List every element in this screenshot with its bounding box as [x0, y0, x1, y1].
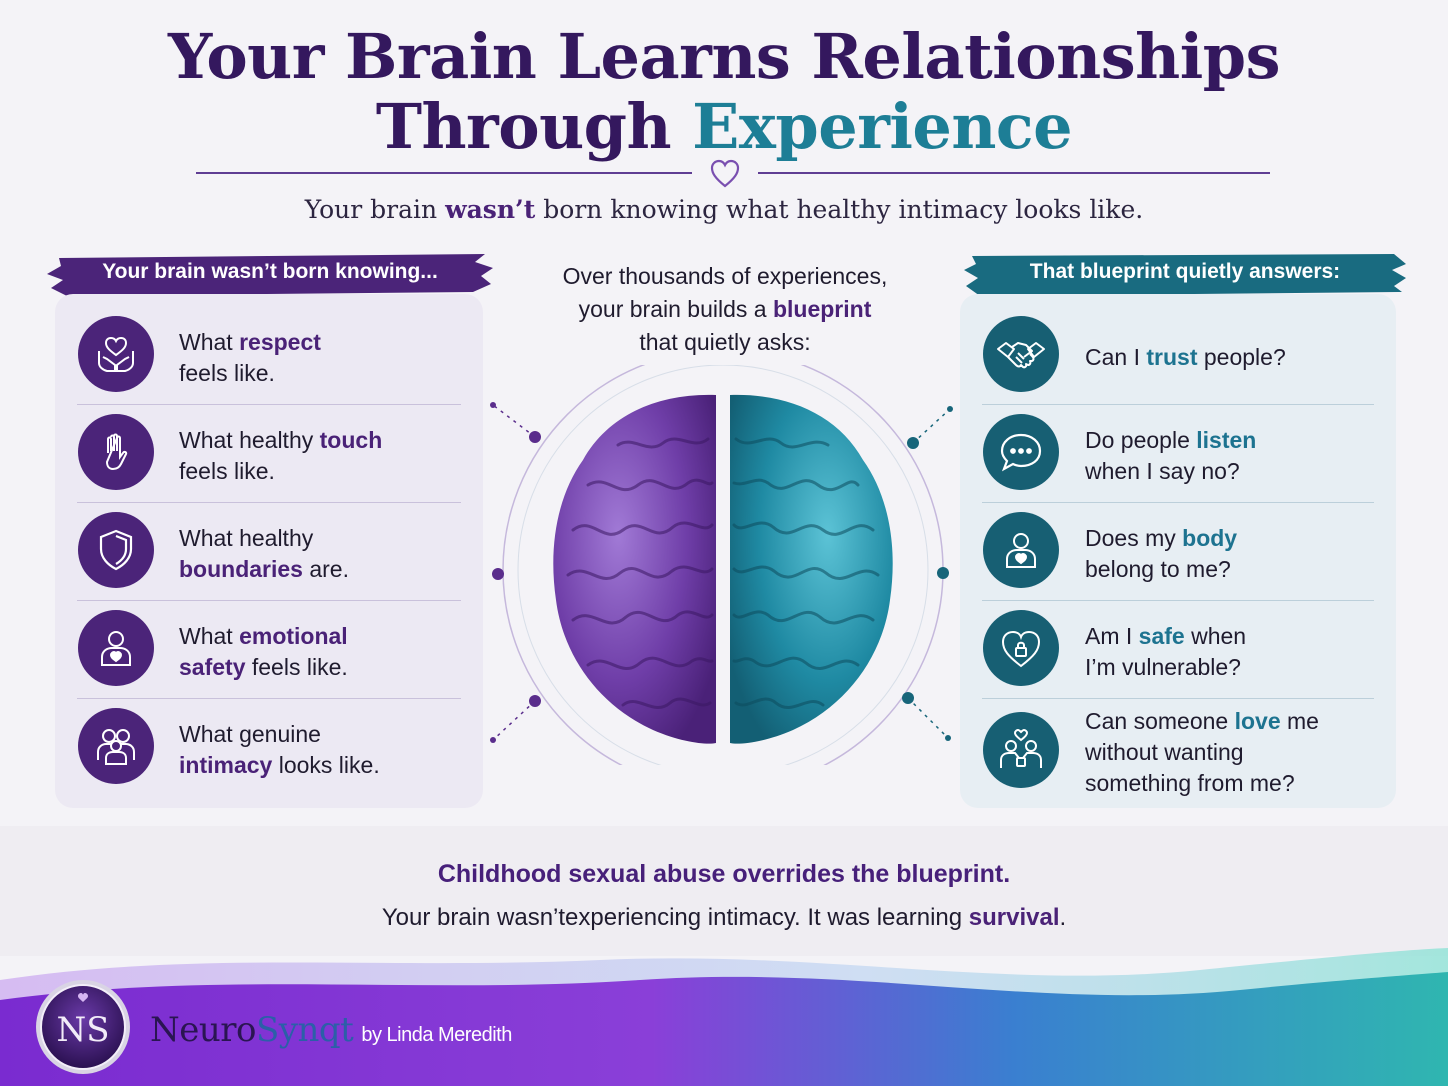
divider [982, 698, 1374, 699]
divider [77, 698, 461, 699]
left-item-touch: What healthy touch feels like. [55, 412, 483, 500]
left-banner: Your brain wasn’t born knowing... [45, 250, 495, 298]
raised-hand-icon [78, 414, 154, 490]
brush-stroke-teal [964, 254, 1406, 296]
person-heart-icon [78, 610, 154, 686]
divider [77, 600, 461, 601]
right-panel: Can I trust people? Do people listen whe… [960, 294, 1396, 808]
divider [982, 502, 1374, 503]
right-item-love: Can someone love me without wanting some… [960, 706, 1396, 806]
bottom-band [0, 826, 1448, 956]
connector-dots [490, 402, 953, 743]
speech-bubble-icon [983, 414, 1059, 490]
left-panel: What respect feels like. What healthy to… [55, 294, 483, 808]
right-item-body: Does my body belong to me? [960, 510, 1396, 598]
left-banner-label: Your brain wasn’t born knowing... [102, 260, 438, 283]
title-accent: Experience [692, 90, 1073, 163]
title-rule-right [758, 172, 1270, 174]
left-item-intimacy: What genuine intimacy looks like. [55, 706, 483, 794]
center-text: Over thousands of experiences, your brai… [562, 263, 888, 355]
brush-stroke-purple [47, 254, 493, 296]
brain-illustration [490, 365, 953, 765]
shield-icon [78, 512, 154, 588]
people-heart-icon [983, 712, 1059, 788]
people-icon [78, 708, 154, 784]
right-item-trust: Can I trust people? [960, 314, 1396, 402]
title-line-2: Through Experience [375, 90, 1073, 163]
heart-lock-icon [983, 610, 1059, 686]
divider [982, 404, 1374, 405]
right-item-safe: Am I safe when I’m vulnerable? [960, 608, 1396, 696]
svg-text:NS: NS [56, 1010, 109, 1050]
byline: by Linda Meredith [361, 1024, 512, 1046]
divider [982, 600, 1374, 601]
divider [77, 502, 461, 503]
handshake-icon [983, 316, 1059, 392]
left-item-boundaries: What healthy boundaries are. [55, 510, 483, 598]
right-banner: That blueprint quietly answers: [962, 250, 1408, 298]
neurosynqt-logo: NS [36, 980, 130, 1074]
right-item-listen: Do people listen when I say no? [960, 412, 1396, 500]
bottom-subline: Your brain wasn’texperiencing intimacy. … [381, 904, 1067, 931]
left-item-respect: What respect feels like. [55, 314, 483, 402]
divider [77, 404, 461, 405]
heart-hands-icon [78, 316, 154, 392]
person-heart-icon [983, 512, 1059, 588]
subtitle: Your brain wasn’t born knowing what heal… [304, 195, 1144, 224]
title-line-1: Your Brain Learns Relationships [167, 20, 1281, 93]
right-banner-label: That blueprint quietly answers: [1029, 260, 1341, 283]
left-item-emotional-safety: What emotional safety feels like. [55, 608, 483, 696]
title-rule-left [196, 172, 692, 174]
footer-wave [0, 948, 1448, 1086]
heart-icon [710, 159, 740, 188]
bottom-headline: Childhood sexual abuse overrides the blu… [437, 860, 1011, 888]
